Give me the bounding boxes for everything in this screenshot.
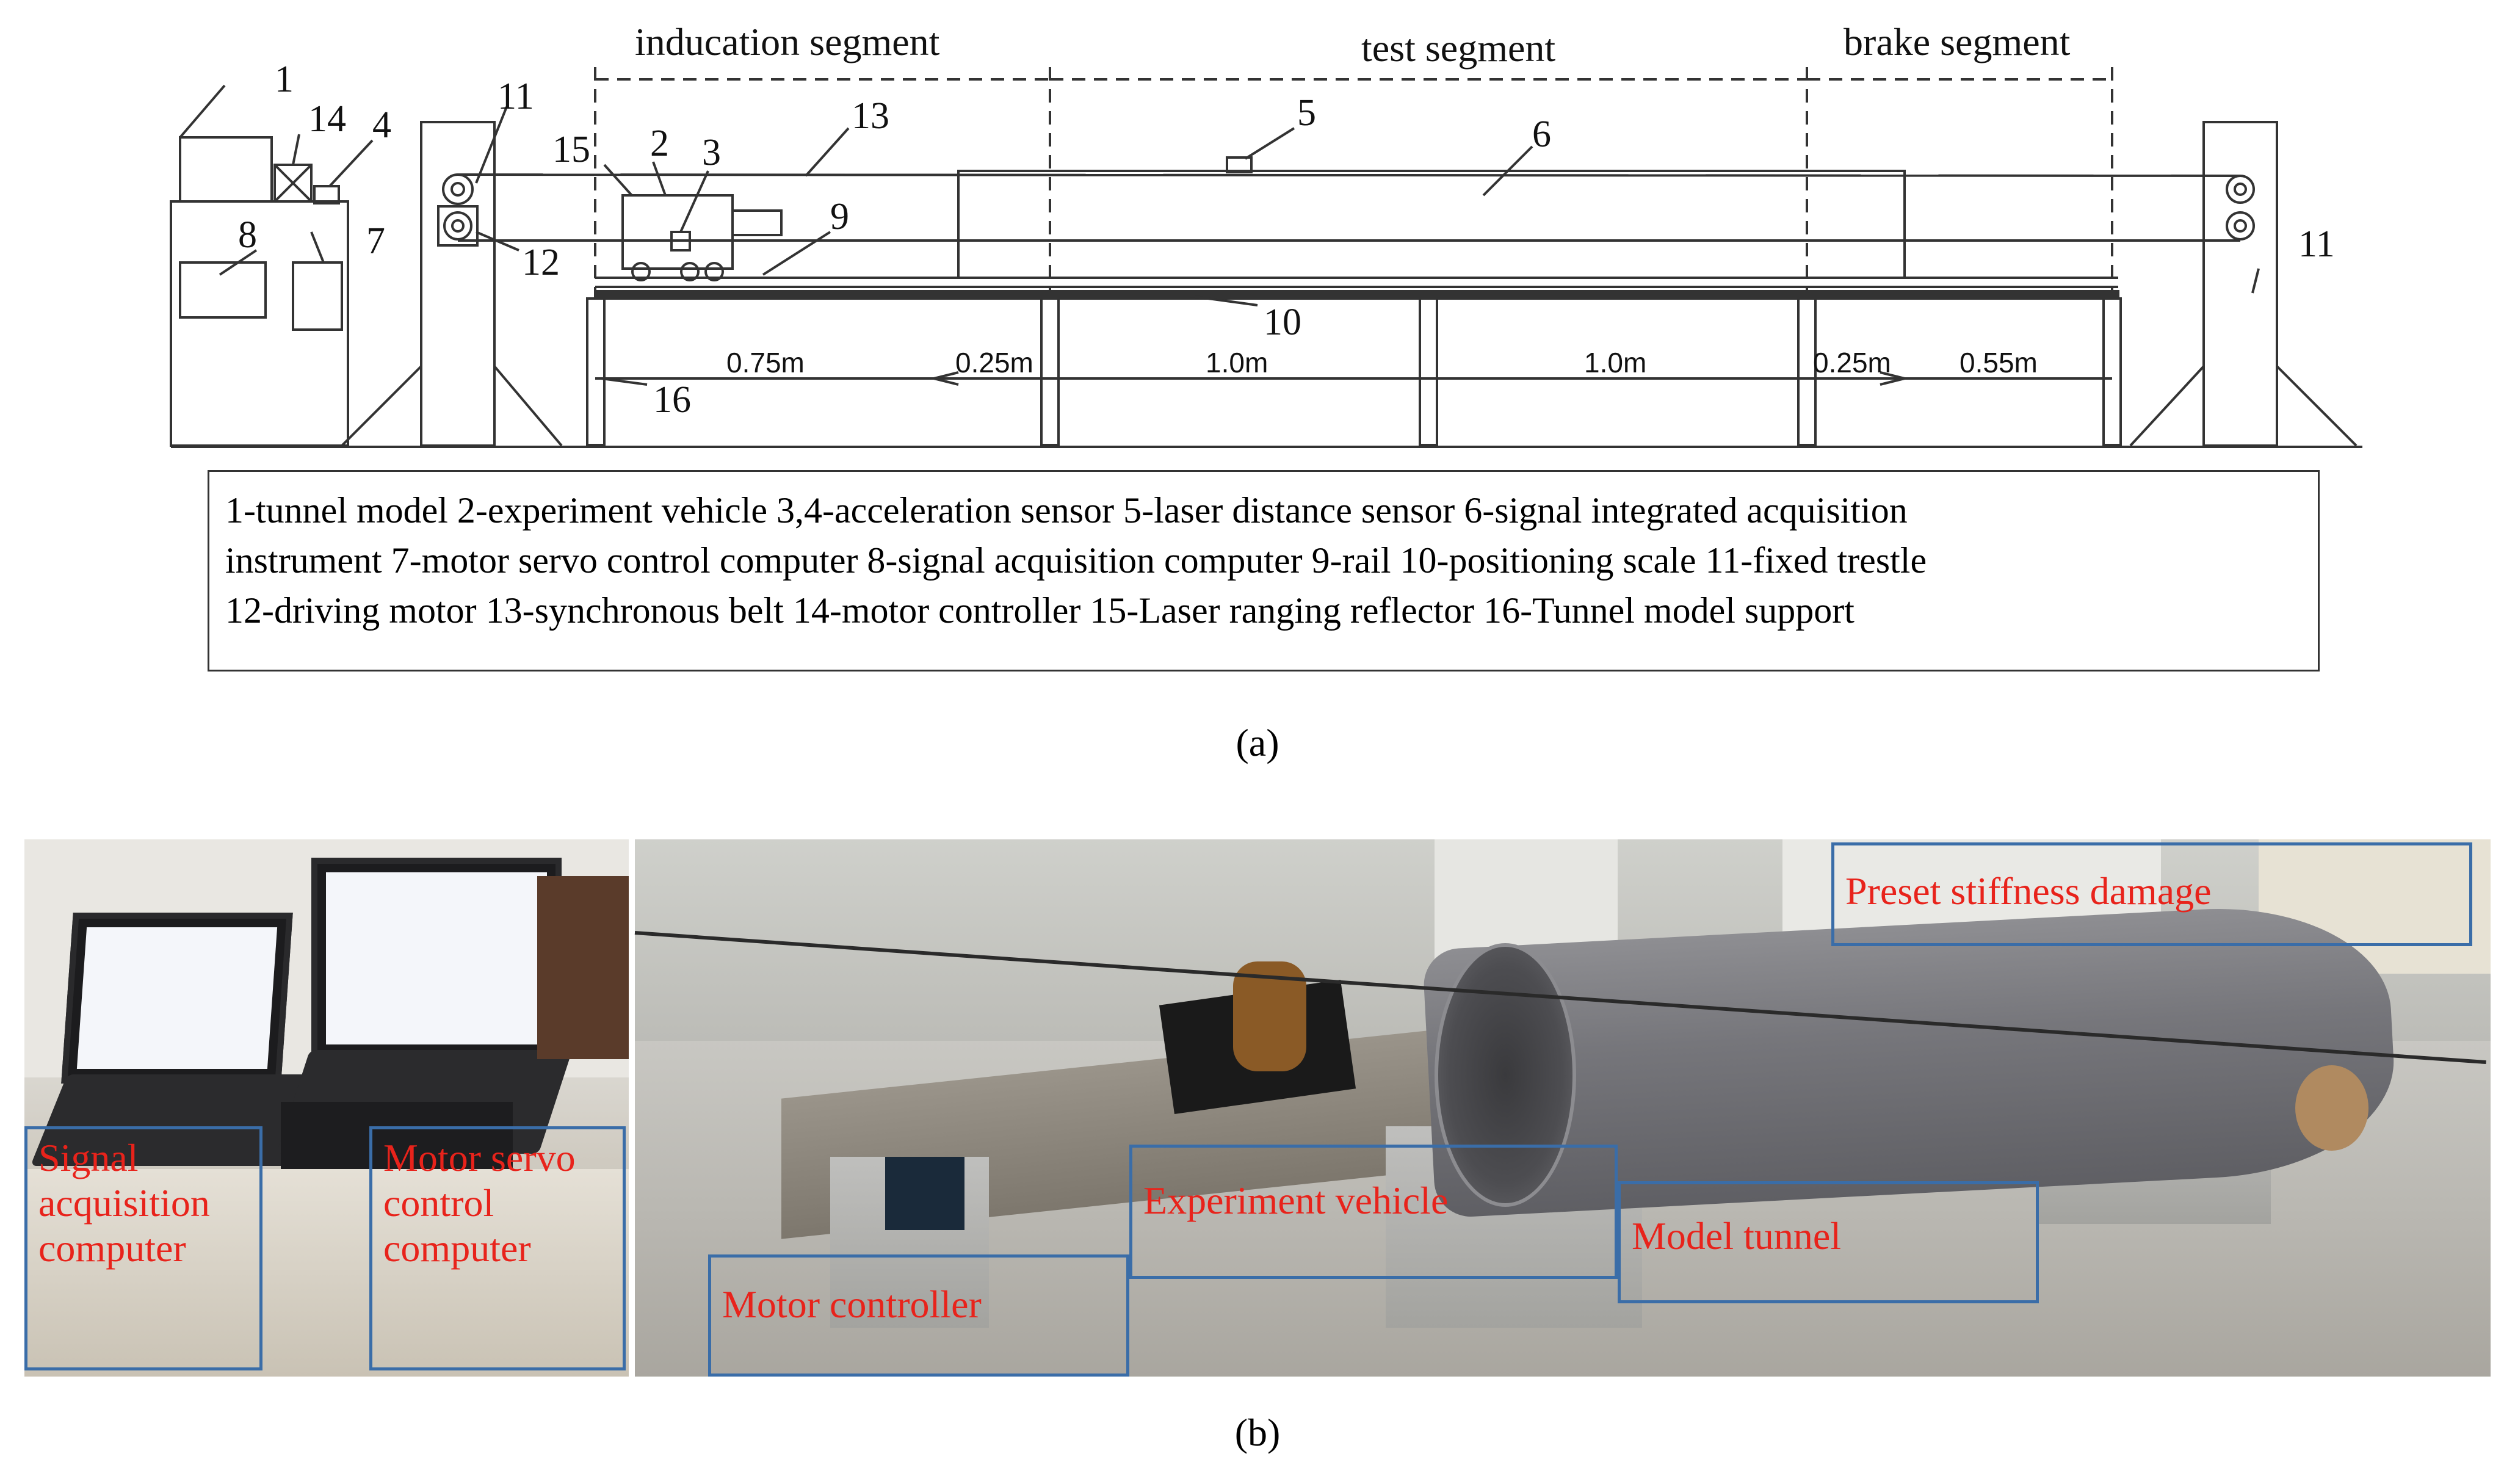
dim-0-55: 0.55m bbox=[1960, 347, 2038, 378]
right-pulley-wheel bbox=[2295, 1065, 2368, 1151]
legend-line: 12-driving motor 13-synchronous belt 14-… bbox=[225, 590, 1855, 631]
segment-label-test: test segment bbox=[1361, 26, 1555, 70]
label-experiment-vehicle: Experiment vehicle bbox=[1129, 1145, 1618, 1279]
synchronous-belt bbox=[457, 173, 2241, 177]
legend-line: 1-tunnel model 2-experiment vehicle 3,4-… bbox=[225, 490, 1908, 530]
label-signal-acquisition-computer: Signal acquisition computer bbox=[24, 1126, 262, 1370]
num-13: 13 bbox=[852, 95, 889, 137]
desk-cabinet bbox=[24, 1169, 629, 1377]
positioning-scale bbox=[594, 290, 2119, 300]
motor-servo-computer-shape bbox=[179, 136, 273, 203]
num-11-left: 11 bbox=[498, 76, 534, 117]
legend-line: instrument 7-motor servo control compute… bbox=[225, 540, 1927, 581]
num-10: 10 bbox=[1264, 302, 1301, 343]
driving-motor-shape bbox=[437, 205, 479, 247]
control-cabinet bbox=[170, 200, 349, 447]
signal-acquisition-computer-shape bbox=[179, 261, 267, 319]
signal-integrated-instrument-shape bbox=[292, 261, 343, 331]
segment-label-brake: brake segment bbox=[1844, 20, 2071, 63]
num-8: 8 bbox=[238, 214, 257, 256]
experiment-photo: Signal acquisition computer Motor servo … bbox=[24, 839, 2491, 1377]
dim-0-75: 0.75m bbox=[726, 347, 805, 378]
num-4: 5 bbox=[1297, 92, 1316, 134]
lab-photo-panel bbox=[634, 839, 2491, 1377]
tunnel-supports bbox=[586, 297, 2122, 446]
legend-box: 1-tunnel model 2-experiment vehicle 3,4-… bbox=[208, 470, 2320, 671]
num-5: 4 bbox=[372, 104, 391, 146]
schematic-diagram: inducation segment test segment brake se… bbox=[170, 20, 2362, 448]
num-1: 6 bbox=[1532, 114, 1551, 155]
num-6: 7 bbox=[366, 220, 385, 262]
num-9: 9 bbox=[830, 196, 849, 237]
dim-1-0-b: 1.0m bbox=[1584, 347, 1646, 378]
laptop-left-screen bbox=[61, 913, 293, 1084]
right-trestle bbox=[2202, 121, 2278, 447]
num-16: 16 bbox=[653, 379, 691, 421]
mouse-pad bbox=[281, 1102, 513, 1175]
num-14: 14 bbox=[308, 98, 346, 140]
label-model-tunnel: Model tunnel bbox=[1618, 1181, 2039, 1303]
num-3: 3 bbox=[702, 132, 721, 173]
num-12: 12 bbox=[522, 242, 560, 283]
laptop-right-screen bbox=[311, 858, 562, 1059]
dim-1-0-a: 1.0m bbox=[1206, 347, 1268, 378]
tunnel-model-shape bbox=[957, 170, 1906, 279]
num-15: 15 bbox=[552, 129, 590, 170]
desk-photo-panel bbox=[24, 839, 629, 1377]
label-motor-controller: Motor controller bbox=[708, 1254, 1129, 1377]
motor-controller-device bbox=[885, 1157, 964, 1230]
num-11-right: 11 bbox=[2298, 223, 2335, 265]
dim-0-25-right: 0.25m bbox=[1813, 347, 1891, 378]
laser-distance-sensor-shape bbox=[313, 185, 340, 205]
dim-0-25-left: 0.25m bbox=[955, 347, 1033, 378]
num-7: 1 bbox=[275, 59, 294, 100]
num-2: 2 bbox=[650, 123, 669, 164]
label-preset-stiffness-damage: Preset stiffness damage bbox=[1831, 842, 2472, 946]
left-trestle bbox=[420, 121, 496, 447]
tunnel-mouth bbox=[1435, 943, 1576, 1207]
motor-stand bbox=[537, 876, 629, 1059]
segment-label-induction: inducation segment bbox=[635, 20, 940, 63]
caption-a: (a) bbox=[1236, 721, 1279, 764]
label-motor-servo-control-computer: Motor servo control computer bbox=[369, 1126, 626, 1370]
caption-b: (b) bbox=[1234, 1411, 1281, 1454]
